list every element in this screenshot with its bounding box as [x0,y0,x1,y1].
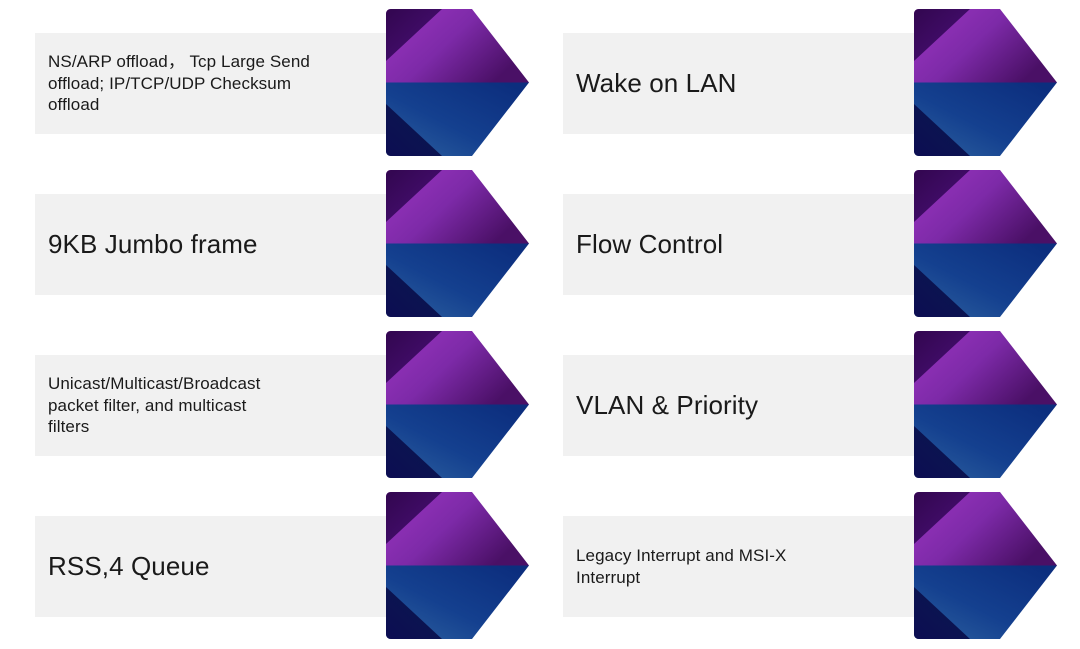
chevron-arrow-icon [350,8,530,158]
callout-label-text-ns-arp-offload: NS/ARP offload， Tcp Large Send offload; … [48,52,310,115]
chevron-callout-item-wake-on-lan[interactable]: Wake on LAN [528,0,1057,160]
chevron-arrow-icon [350,330,530,480]
chevron-arrow-icon [878,491,1058,641]
chevron-arrow-icon [350,169,530,319]
chevron-callout-item-flow-control[interactable]: Flow Control [528,161,1057,321]
callout-label-text-jumbo-frame: 9KB Jumbo frame [48,229,258,260]
callout-label-text-packet-filter: Unicast/Multicast/Broadcast packet filte… [48,374,261,437]
callout-label-text-wake-on-lan: Wake on LAN [576,68,737,99]
chevron-arrow-icon-legacy-interrupt [878,492,1057,639]
chevron-callout-item-vlan-priority[interactable]: VLAN & Priority [528,322,1057,482]
chevron-callout-item-jumbo-frame[interactable]: 9KB Jumbo frame [0,161,529,321]
callout-label-text-vlan-priority: VLAN & Priority [576,390,759,421]
chevron-callout-item-ns-arp-offload[interactable]: NS/ARP offload， Tcp Large Send offload; … [0,0,529,160]
callout-label-text-legacy-interrupt: Legacy Interrupt and MSI-X Interrupt [576,546,787,587]
callout-label-text-rss-4-queue: RSS,4 Queue [48,551,210,582]
chevron-callout-item-rss-4-queue[interactable]: RSS,4 Queue [0,483,529,643]
chevron-arrow-icon [350,491,530,641]
chevron-arrow-icon [878,169,1058,319]
chevron-arrow-icon [878,330,1058,480]
chevron-callout-item-packet-filter[interactable]: Unicast/Multicast/Broadcast packet filte… [0,322,529,482]
chevron-callout-item-legacy-interrupt[interactable]: Legacy Interrupt and MSI-X Interrupt [528,483,1057,643]
chevron-arrow-icon-packet-filter [350,331,529,478]
chevron-arrow-icon-rss-4-queue [350,492,529,639]
chevron-arrow-icon-wake-on-lan [878,9,1057,156]
chevron-arrow-icon-ns-arp-offload [350,9,529,156]
chevron-arrow-icon-jumbo-frame [350,170,529,317]
chevron-arrow-icon-vlan-priority [878,331,1057,478]
callout-label-text-flow-control: Flow Control [576,229,724,260]
chevron-arrow-icon [878,8,1058,158]
chevron-arrow-icon-flow-control [878,170,1057,317]
